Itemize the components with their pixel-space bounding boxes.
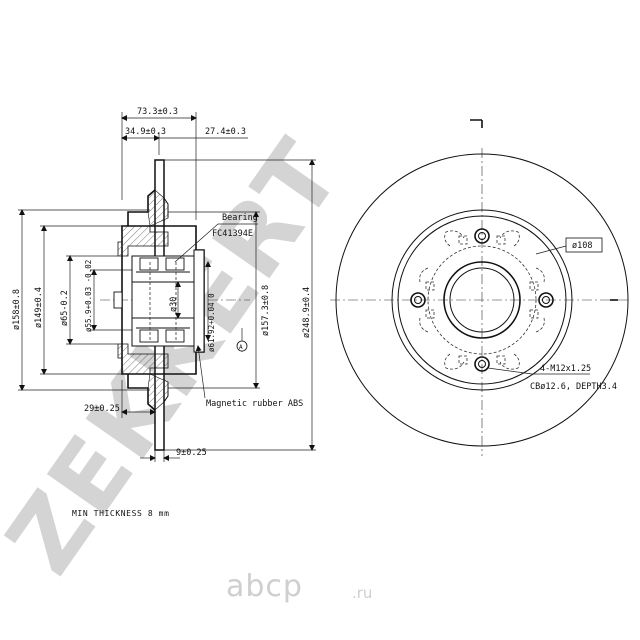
dim-flange-offset: 27.4±0.3 — [205, 127, 246, 137]
site-watermark: abcp .ru — [226, 569, 372, 604]
min-thickness-note: MIN THICKNESS 8 mm — [72, 509, 170, 518]
hat-outer-edge — [397, 215, 567, 385]
dim-counterbore: CBø12.6, DEPTH3.4 — [530, 382, 617, 392]
pcd-circle — [427, 245, 537, 355]
dim-hub-offset: 34.9±0.3 — [125, 127, 166, 137]
dim-dia-65: ø65-0.2 — [60, 290, 70, 326]
front-view: ø108 4-M12x1.25 CBø12.6, DEPTH3.4 — [330, 119, 630, 456]
dim-bolts: 4-M12x1.25 — [540, 364, 591, 374]
callout-bearing: Bearing — [222, 213, 258, 223]
hub-scallops — [419, 230, 545, 370]
callout-magnetic-abs: Magnetic rubber ABS — [206, 399, 303, 409]
datum-marker — [236, 340, 248, 352]
callout-bearing-part: FC41394E — [212, 229, 253, 239]
dim-dia-61-92: ø61.92+0.04 0 — [207, 293, 216, 352]
dim-disc-thickness: 9±0.25 — [176, 448, 207, 458]
dim-dia-158: ø158±0.8 — [12, 289, 22, 330]
dim-dia-55-9: ø55.9+0.03 -0.02 — [84, 260, 93, 332]
hub-section-bottom — [117, 343, 169, 375]
datum-label: A — [239, 344, 243, 351]
pcd-label-box — [565, 237, 603, 253]
watermark-site-tld: .ru — [352, 584, 372, 602]
section-mark-top — [470, 119, 483, 128]
center-bore-outer — [443, 261, 521, 339]
disc-outer-edge — [335, 153, 629, 447]
bolt-holes — [410, 228, 554, 372]
dim-dia-157-3: ø157.3±0.8 — [261, 285, 271, 336]
dim-dia-248-9: ø248.9±0.4 — [302, 287, 312, 338]
friction-inner-edge — [391, 209, 573, 391]
dim-hat-depth: 29±0.25 — [84, 404, 120, 414]
watermark-brand-text: ZEKKERT — [0, 120, 363, 593]
brand-watermark: ZEKKERT — [0, 120, 363, 593]
dim-overall-width: 73.3±0.3 — [137, 107, 178, 117]
section-view: 73.3±0.3 34.9±0.3 27.4±0.3 ø158±0.8 ø149… — [12, 107, 316, 462]
snap-ring — [113, 291, 123, 309]
watermark-site-text: abcp — [226, 569, 303, 604]
dim-dia-30: ø30 — [169, 297, 179, 312]
center-bore-inner — [449, 267, 515, 333]
bearing-rollers — [136, 257, 190, 343]
hub-section-top — [117, 225, 169, 257]
dim-pcd: ø108 — [572, 241, 592, 251]
dim-dia-149: ø149±0.4 — [34, 287, 44, 328]
